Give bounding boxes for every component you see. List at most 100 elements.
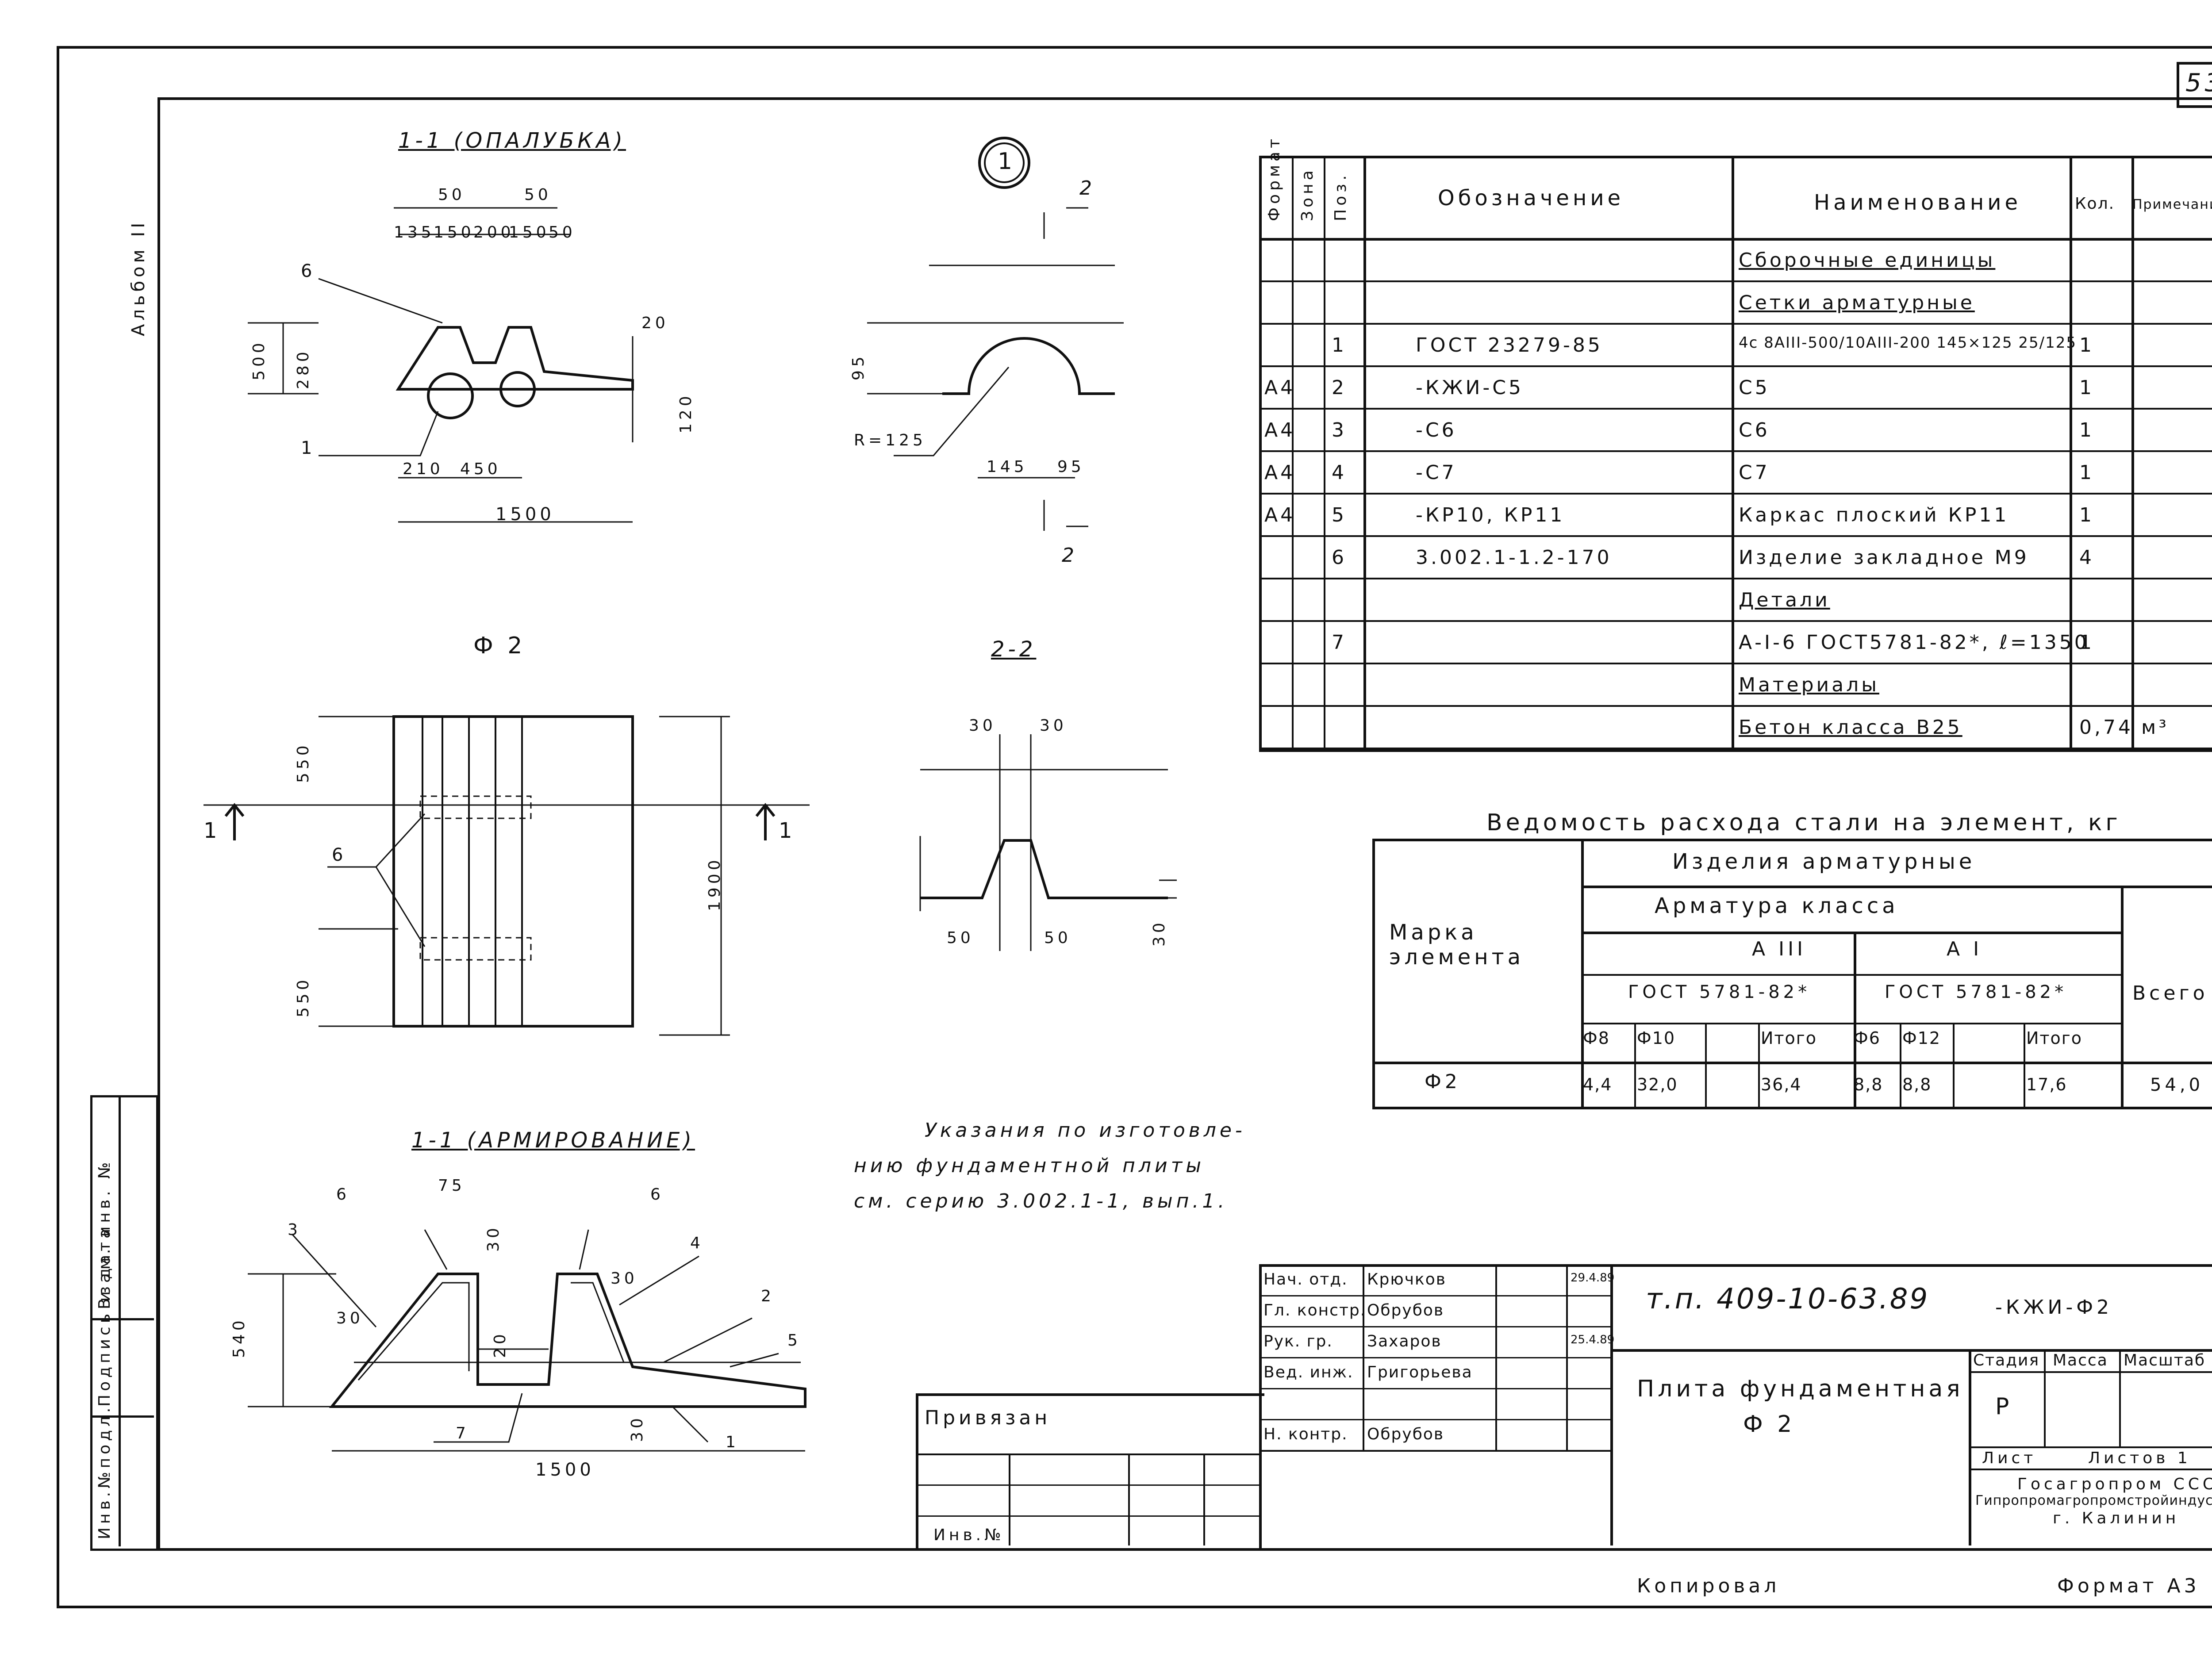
table-rule — [1259, 1450, 1610, 1451]
spec-name: Каркас плоский КР11 — [1739, 504, 2009, 526]
spec-format: А4 — [1264, 504, 1296, 526]
reinf-label: 75 — [438, 1177, 465, 1195]
section-reinf-title: 1-1 (АРМИРОВАНИЕ) — [411, 1128, 695, 1153]
table-rule — [1259, 578, 2212, 579]
inv-label: Инв.№ — [933, 1526, 1005, 1544]
reinf-leaders — [291, 1233, 779, 1443]
org-line: г. Калинин — [2053, 1509, 2180, 1527]
stamp-role: Вед. инж. — [1263, 1363, 1354, 1381]
dim-label: 150 — [434, 223, 475, 242]
stamp-name: Обрубов — [1367, 1301, 1444, 1319]
steel-total-header: Всего — [2132, 982, 2208, 1005]
section22-dims — [919, 734, 1177, 951]
dim-label: 210 — [403, 460, 444, 478]
spec-designation: -КР10, КР11 — [1416, 504, 1565, 526]
plan-dim: 550 — [294, 742, 312, 783]
spec-pos: 1 — [1332, 334, 1347, 357]
spec-qty: 0,74 — [2079, 716, 2133, 739]
steel-col-header: Итого — [1761, 1028, 1817, 1048]
tb-line — [1969, 1371, 2212, 1373]
table-rule — [1259, 1388, 1610, 1389]
spec-table — [1259, 156, 2212, 752]
node-dim: 95 — [1057, 458, 1085, 476]
stamp-role: Н. контр. — [1263, 1425, 1348, 1443]
note-line: нию фундаментной плиты — [854, 1154, 1205, 1177]
stamp-date: 25.4.89 — [1571, 1333, 1615, 1346]
node-arc — [942, 337, 1115, 395]
reinf-label: 1500 — [535, 1460, 595, 1480]
reinf-label: 5 — [787, 1331, 801, 1350]
spec-name: Сетки арматурные — [1739, 291, 1975, 314]
outer-border — [57, 46, 2212, 1608]
section22-dim: 50 — [1044, 929, 1071, 947]
steel-table — [1372, 839, 2212, 1109]
spec-designation: ГОСТ 23279-85 — [1416, 334, 1603, 357]
reinf-label: 30 — [336, 1309, 364, 1327]
leader-label: 6 — [301, 261, 316, 281]
copied-label: Копировал — [1637, 1575, 1780, 1597]
reinf-label: 30 — [484, 1224, 503, 1252]
spec-designation: -С7 — [1416, 461, 1457, 484]
stamp-date: 29.4.89 — [1571, 1271, 1615, 1285]
spec-name: Материалы — [1739, 674, 1879, 696]
table-rule — [1259, 323, 2212, 325]
table-rule — [1259, 280, 2212, 282]
plan-dim: 550 — [294, 976, 312, 1017]
stamp-name: Обрубов — [1367, 1425, 1444, 1443]
spec-format: А4 — [1264, 461, 1296, 484]
table-rule — [1128, 1453, 1130, 1545]
steel-col-header: Итого — [2026, 1028, 2083, 1048]
spec-header: Обозначение — [1438, 186, 1624, 211]
spec-format: А4 — [1264, 419, 1296, 441]
section22-dim: 30 — [1040, 717, 1067, 735]
stamp-name: Захаров — [1367, 1332, 1442, 1350]
reinf-label: 540 — [230, 1317, 248, 1358]
dim-label: 135 — [394, 223, 435, 242]
table-rule — [1009, 1453, 1010, 1545]
table-rule — [1259, 705, 2212, 707]
dim-label: 200 — [473, 223, 515, 242]
reinf-label: 2 — [761, 1287, 775, 1305]
table-rule — [916, 1484, 1262, 1486]
org-line: Госагропром СССР — [2017, 1475, 2212, 1493]
spec-pos: 3 — [1332, 419, 1347, 441]
dim-label: 500 — [250, 339, 268, 380]
steel-class: А I — [1947, 938, 1983, 960]
reinf-inner — [354, 1282, 801, 1381]
stamp-name: Григорьева — [1367, 1363, 1473, 1381]
node-mark-circle — [984, 142, 1025, 183]
steel-value: 8,8 — [1902, 1075, 1932, 1094]
table-rule — [1259, 450, 2212, 452]
dim-label: 120 — [677, 392, 695, 433]
sheets-label: Листов 1 — [2088, 1449, 2191, 1467]
left-stamp-strip — [90, 1095, 158, 1551]
spec-name: С7 — [1739, 461, 1770, 484]
reinf-label: 30 — [628, 1415, 646, 1442]
spec-header: Примечание — [2132, 197, 2212, 212]
sheet-number: 53 — [2185, 69, 2212, 97]
dim-label: 50 — [438, 186, 465, 204]
drawing-frame — [157, 97, 2212, 1551]
spec-designation: -КЖИ-С5 — [1416, 376, 1524, 399]
tb-line — [1610, 1264, 1613, 1545]
table-rule — [916, 1453, 1262, 1455]
steel-mark: Ф2 — [1425, 1070, 1461, 1093]
steel-col-header: Ф10 — [1637, 1028, 1676, 1048]
plan-outline — [392, 715, 634, 1028]
formwork-dim-lines — [248, 207, 634, 523]
node-mark: 1 — [998, 148, 1013, 175]
stamp-role: Нач. отд. — [1263, 1270, 1348, 1289]
spec-header: Кол. — [2075, 195, 2115, 213]
steel-gost: ГОСТ 5781-82* — [1885, 982, 2067, 1002]
section22-dim: 30 — [969, 717, 996, 735]
spec-header: Формат — [1265, 135, 1283, 221]
spec-pos: 6 — [1332, 546, 1347, 569]
spec-header: Поз. — [1332, 172, 1350, 221]
doc-title-mark: Ф 2 — [1743, 1411, 1796, 1438]
strip-divider — [90, 1318, 154, 1320]
table-rule — [1259, 748, 2212, 749]
dim-label: 1500 — [495, 504, 555, 525]
reinf-label: 6 — [336, 1185, 350, 1204]
table-rule — [1259, 493, 2212, 495]
spec-qty: 1 — [2079, 504, 2094, 526]
